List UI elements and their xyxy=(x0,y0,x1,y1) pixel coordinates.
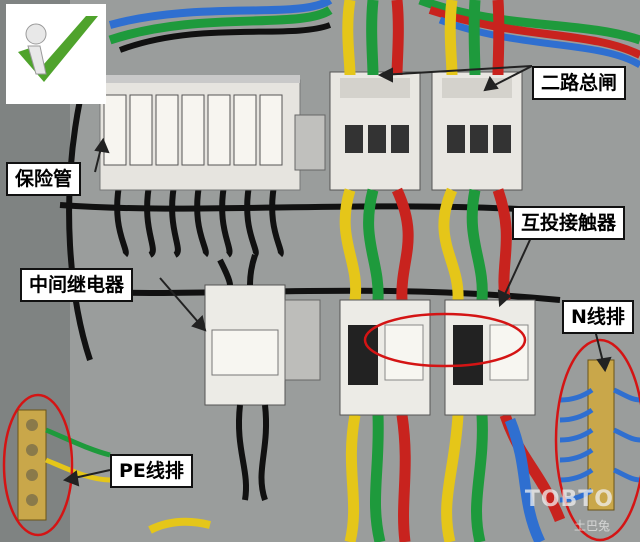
watermark-subtext: 土巴兔 xyxy=(573,519,610,533)
phase-wires xyxy=(339,0,566,542)
label-fuse: 保险管 xyxy=(6,162,82,196)
label-intermediate-relay: 中间继电器 xyxy=(20,268,134,302)
checkmark-figure-icon xyxy=(18,16,98,82)
contactor-1 xyxy=(339,299,431,416)
label-two-way-main-switch: 二路总闸 xyxy=(532,66,627,100)
main-breaker-1 xyxy=(329,71,421,191)
label-pe-busbar: PE线排 xyxy=(110,454,193,488)
intermediate-relay xyxy=(204,254,321,501)
label-interlock-contactor: 互投接触器 xyxy=(512,206,626,240)
main-breaker-2 xyxy=(431,71,523,191)
label-n-busbar: N线排 xyxy=(562,300,634,334)
pe-busbar xyxy=(17,409,211,534)
din-rail-upper xyxy=(294,114,326,171)
n-busbar xyxy=(559,359,640,511)
callout-arrows xyxy=(62,65,612,487)
watermark-text: TOBTO xyxy=(524,487,614,512)
fuse-holders xyxy=(99,75,301,191)
logo-image xyxy=(6,4,106,104)
highlight-ellipses xyxy=(2,312,640,542)
